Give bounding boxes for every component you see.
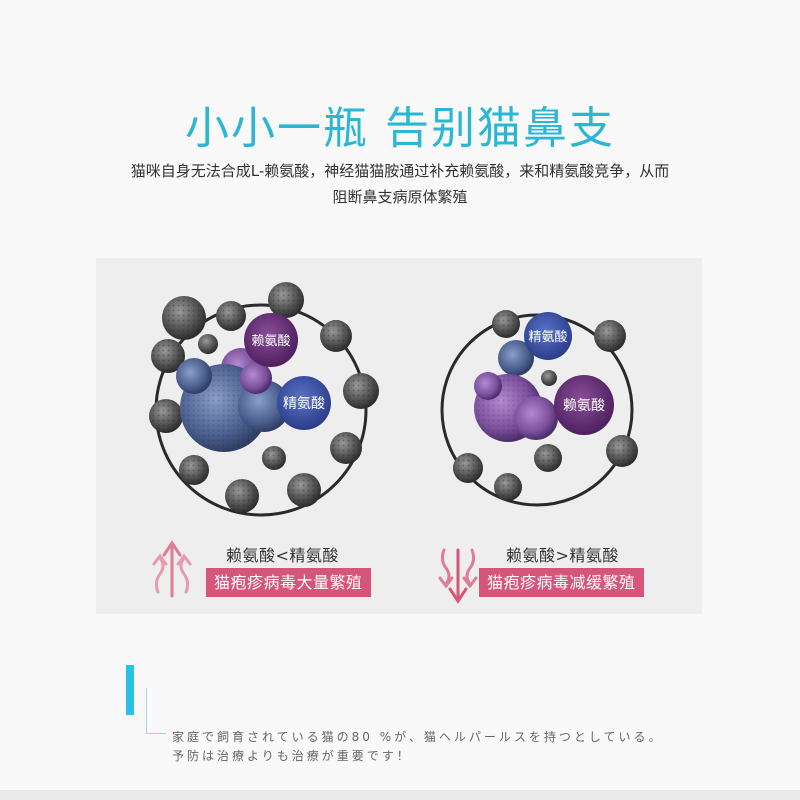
right-virus-cluster xyxy=(474,340,558,442)
virus-diagrams: 赖氨酸 精氨酸 精氨酸 赖氨酸 xyxy=(149,282,638,604)
right-result-badge: 猫疱疹病毒减缓繁殖 xyxy=(479,568,644,597)
right-lysine-label: 赖氨酸 xyxy=(563,398,605,414)
right-virus-particles xyxy=(453,310,638,501)
footer-note-line1: 家庭で飼育されている猫の80 %が、猫ヘルパールスを持つとしている。 xyxy=(172,730,664,744)
footer-note: 家庭で飼育されている猫の80 %が、猫ヘルパールスを持つとしている。 予防は治療… xyxy=(172,728,664,766)
left-virus-cluster xyxy=(176,348,290,452)
left-comparison-text: 赖氨酸<精氨酸 xyxy=(226,546,339,565)
right-comparison-text: 赖氨酸>精氨酸 xyxy=(506,546,619,565)
page-description: 猫咪自身无法合成L-赖氨酸，神经猫猫胺通过补充赖氨酸，来和精氨酸竞争，从而阻断鼻… xyxy=(130,162,670,206)
left-arginine-circle xyxy=(277,376,331,430)
bracket-foot xyxy=(146,733,166,734)
left-result-badge: 猫疱疹病毒大量繁殖 xyxy=(206,568,371,597)
right-arginine-circle xyxy=(524,312,572,360)
footer-note-line2: 予防は治療よりも治療が重要です！ xyxy=(172,749,412,763)
left-virus-particles xyxy=(149,282,379,513)
down-arrows-icon xyxy=(438,548,478,604)
right-arginine-label: 精氨酸 xyxy=(528,330,567,345)
left-virus-ring xyxy=(149,282,379,517)
comparison-panel: 赖氨酸 精氨酸 精氨酸 赖氨酸 赖氨酸<精氨酸 猫疱疹病毒大量繁殖 赖氨酸>精氨… xyxy=(96,258,702,614)
bottom-band xyxy=(0,790,800,800)
accent-bar xyxy=(126,665,134,715)
right-virus-ring xyxy=(440,310,638,507)
bracket-line xyxy=(146,688,147,733)
left-arginine-label: 精氨酸 xyxy=(283,396,325,412)
up-arrows-icon xyxy=(152,540,192,598)
page-title: 小小一瓶 告别猫鼻支 xyxy=(185,103,615,154)
right-lysine-circle xyxy=(554,375,614,435)
left-lysine-label: 赖氨酸 xyxy=(251,334,290,349)
left-lysine-circle xyxy=(244,313,298,367)
